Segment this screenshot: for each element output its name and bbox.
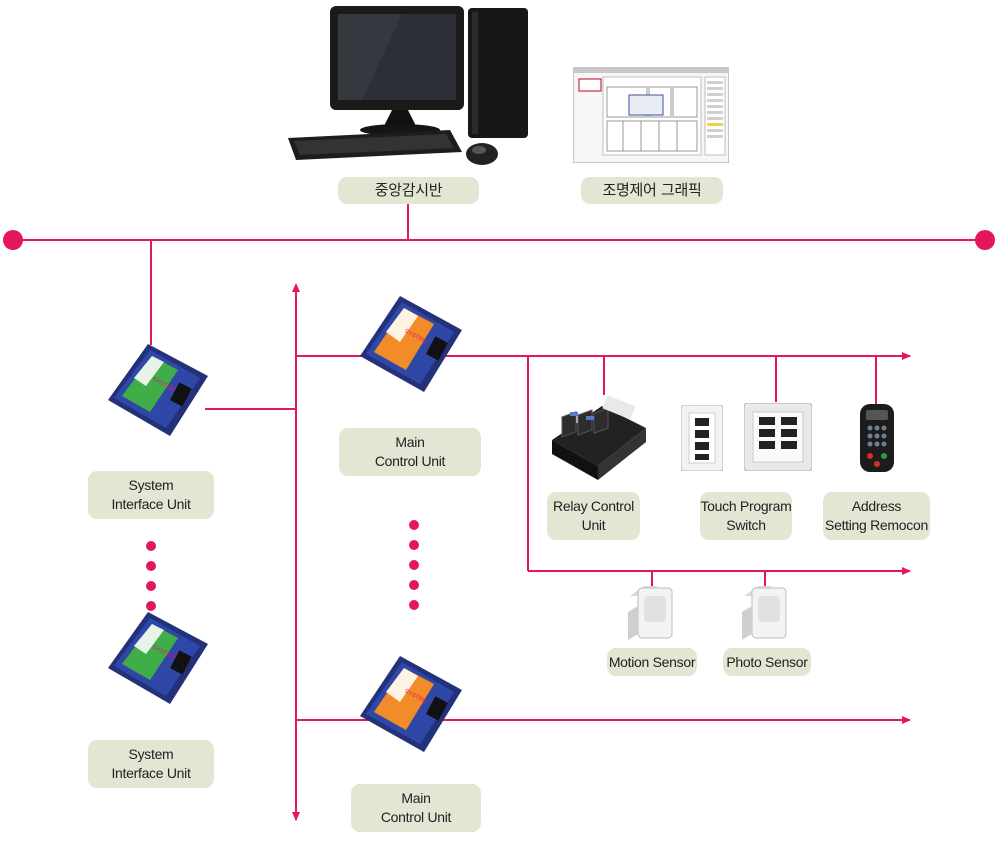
motion-sensor-label: Motion Sensor: [607, 648, 697, 676]
lighting-graphic-screenshot-icon: [573, 67, 729, 163]
touch-program-switch-large-icon: [744, 403, 812, 471]
bus-endpoint-left: [3, 230, 23, 250]
main-control-unit-device-icon: SYSTEM: [360, 656, 462, 752]
motion-sensor-device-icon: [628, 586, 673, 640]
relay-control-unit-label: Relay Control Unit: [547, 492, 640, 540]
touch-program-switch-small-icon: [681, 405, 723, 471]
address-remocon-device-icon: [860, 404, 894, 472]
mcu-continuation-dots: [409, 520, 421, 620]
touch-program-switch-label: Touch Program Switch: [700, 492, 792, 540]
bus-endpoint-right: [975, 230, 995, 250]
system-interface-unit-device-icon: SYSTEM: [108, 612, 208, 704]
lighting-graphic-label: 조명제어 그래픽: [581, 177, 723, 204]
address-remocon-label: Address Setting Remocon: [823, 492, 930, 540]
central-monitor-label: 중앙감시반: [338, 177, 479, 204]
main-control-unit-device-icon: SYSTEM: [360, 296, 462, 392]
siu-continuation-dots: [146, 541, 158, 621]
photo-sensor-label: Photo Sensor: [723, 648, 811, 676]
desktop-pc-icon: [288, 6, 528, 165]
system-interface-unit-device-icon: SYSTEM: [108, 344, 208, 436]
mcu-label-2: Main Control Unit: [351, 784, 481, 832]
siu-label-1: System Interface Unit: [88, 471, 214, 519]
photo-sensor-device-icon: [742, 586, 787, 640]
siu-label-2: System Interface Unit: [88, 740, 214, 788]
mcu-label-1: Main Control Unit: [339, 428, 481, 476]
relay-control-unit-device-icon: [552, 395, 646, 480]
